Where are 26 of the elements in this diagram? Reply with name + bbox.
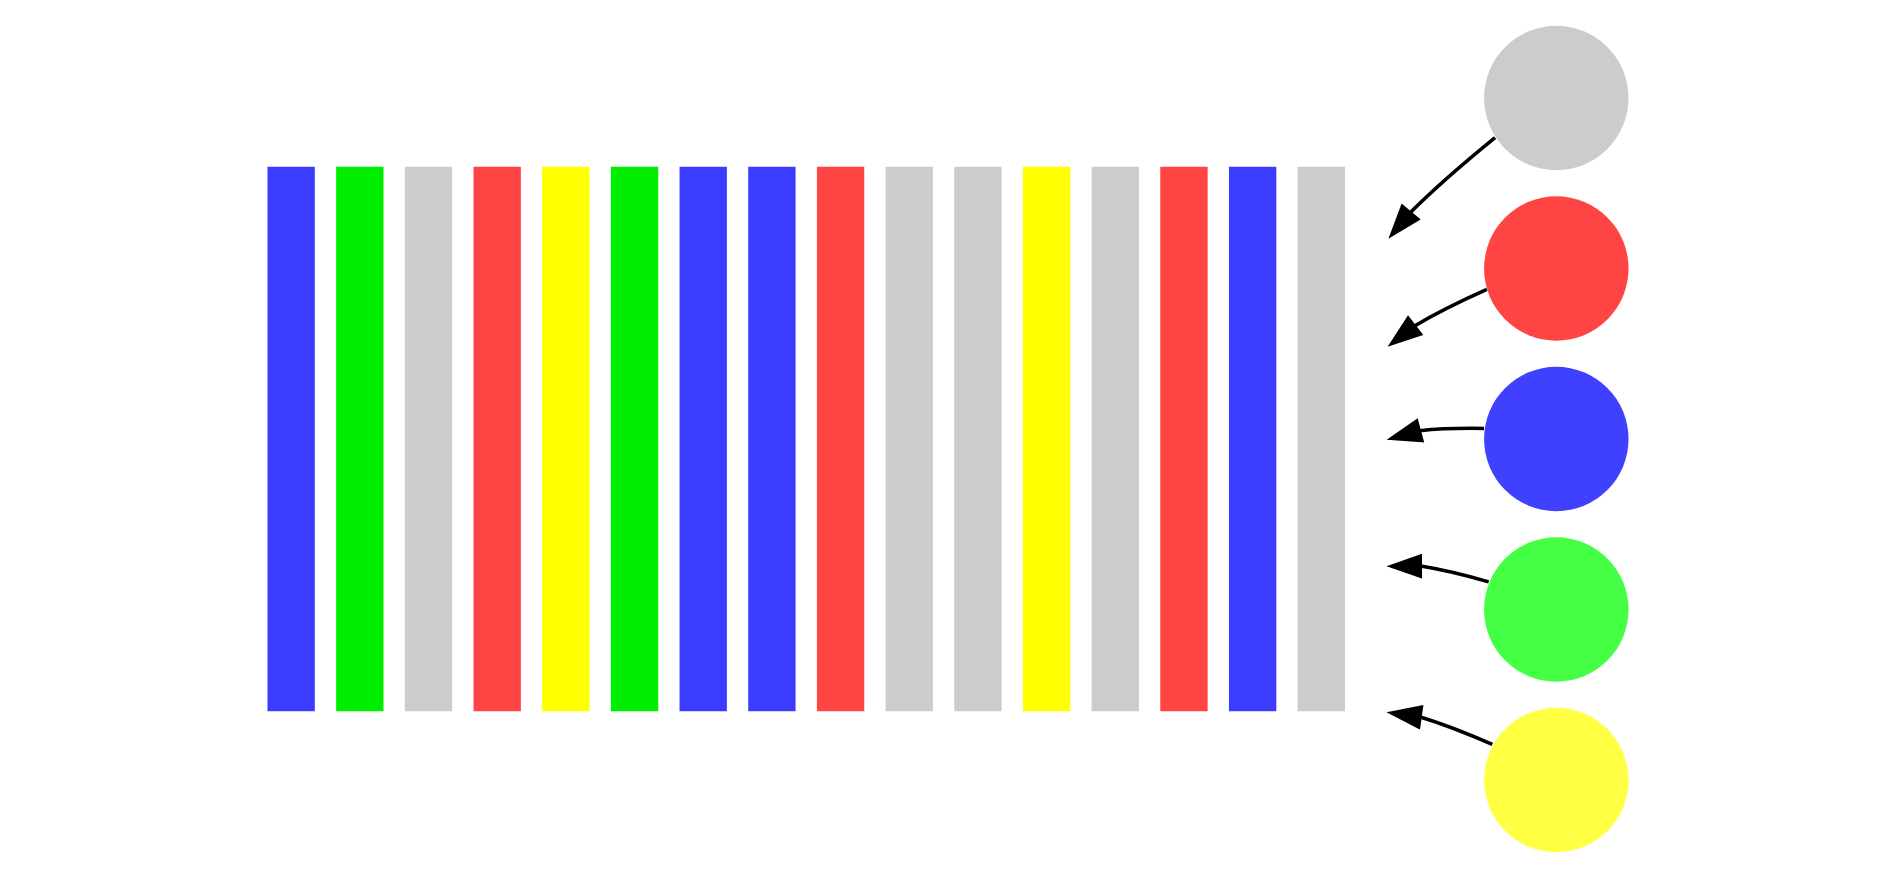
node-bar [472, 166, 520, 712]
node-circle [1483, 25, 1628, 171]
node-bar [747, 166, 795, 712]
node-bar [1227, 166, 1276, 712]
node-bar [1090, 166, 1138, 712]
arrow [1385, 704, 1493, 747]
node-bar [953, 166, 1001, 712]
node-bar [1021, 166, 1070, 712]
arrow [1385, 553, 1489, 584]
node-bar [815, 166, 864, 712]
node-bar [884, 166, 932, 712]
node-circle [1483, 707, 1628, 853]
node-bar [1159, 166, 1207, 712]
node-circle [1483, 196, 1628, 341]
node-circle [1483, 537, 1628, 682]
node-bar [266, 166, 314, 712]
node-bar [1296, 166, 1344, 712]
node-bar [403, 166, 452, 712]
node-bar [335, 166, 383, 712]
arrow [1387, 136, 1496, 239]
arrow [1385, 418, 1484, 443]
node-bar [541, 166, 589, 712]
node-bar [678, 166, 726, 712]
node-bar [609, 166, 658, 712]
node-circle [1483, 366, 1628, 512]
arrow [1386, 287, 1487, 347]
